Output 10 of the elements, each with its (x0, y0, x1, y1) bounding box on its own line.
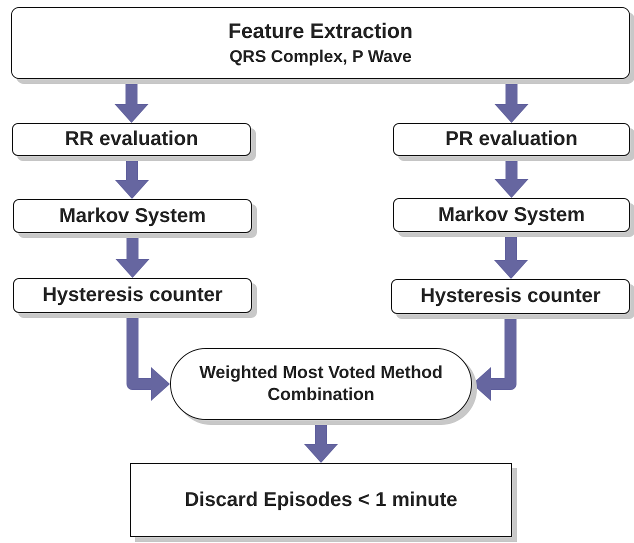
node-subtitle: QRS Complex, P Wave (229, 46, 412, 67)
node-title: PR evaluation (445, 127, 578, 152)
node-title: Feature Extraction (228, 19, 413, 46)
node-title: Markov System (438, 202, 585, 228)
node-title: Discard Episodes < 1 minute (184, 488, 458, 512)
node-title: RR evaluation (64, 127, 198, 152)
node-title: Hysteresis counter (420, 284, 601, 309)
node-title: Markov System (59, 204, 206, 228)
node-title: Hysteresis counter (42, 283, 223, 308)
node-title: Weighted Most Voted Method Combination (198, 362, 444, 406)
